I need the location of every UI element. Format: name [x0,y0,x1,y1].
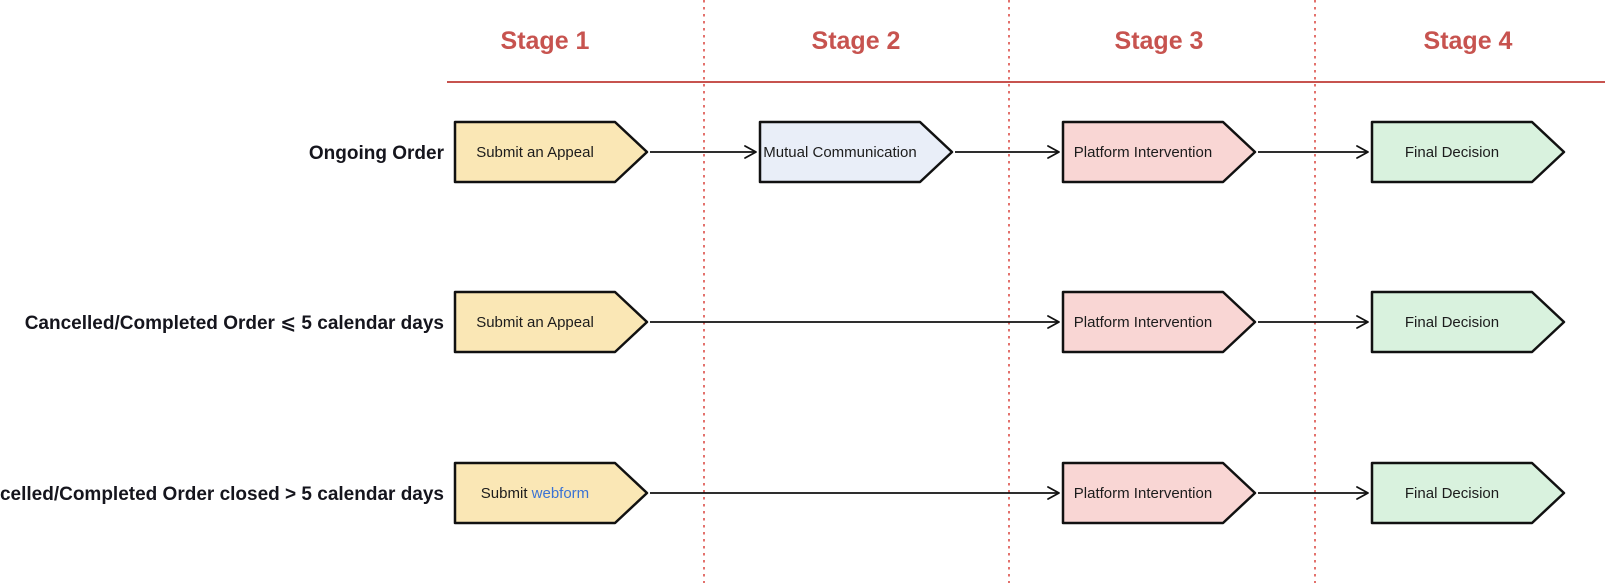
step-label-submit-appeal-row2: Submit an Appeal [476,314,594,331]
step-label-submit-appeal-row1: Submit an Appeal [476,144,594,161]
row-label-cancelled-after-5-days: Cancelled/Completed Order closed > 5 cal… [0,484,444,505]
step-shape-platform-intervention-row3 [1061,461,1257,525]
step-shape-final-decision-row2 [1370,290,1566,354]
step-shape-submit-appeal-row1 [453,120,649,184]
step-shape-final-decision-row1 [1370,120,1566,184]
stage-header-2: Stage 2 [812,27,901,55]
submit-text: Submit [481,485,532,502]
stage-header-3: Stage 3 [1115,27,1204,55]
stage-header-4: Stage 4 [1424,27,1513,55]
step-label-platform-intervention-row2: Platform Intervention [1074,314,1212,331]
step-label-submit-webform: Submit webform [481,485,589,502]
step-label-final-decision-row1: Final Decision [1405,144,1499,161]
step-shape-platform-intervention-row1 [1061,120,1257,184]
step-label-final-decision-row3: Final Decision [1405,485,1499,502]
stage-header-1: Stage 1 [501,27,590,55]
step-shape-mutual-communication [758,120,954,184]
row-label-ongoing-order: Ongoing Order [309,143,445,164]
step-label-mutual-communication: Mutual Communication [763,144,916,161]
step-shape-submit-webform [453,461,649,525]
step-shape-platform-intervention-row2 [1061,290,1257,354]
step-shape-final-decision-row3 [1370,461,1566,525]
step-label-platform-intervention-row1: Platform Intervention [1074,144,1212,161]
webform-link[interactable]: webform [531,485,590,502]
step-label-final-decision-row2: Final Decision [1405,314,1499,331]
row-label-cancelled-within-5-days: Cancelled/Completed Order ⩽ 5 calendar d… [25,313,444,334]
step-label-platform-intervention-row3: Platform Intervention [1074,485,1212,502]
step-shape-submit-appeal-row2 [453,290,649,354]
